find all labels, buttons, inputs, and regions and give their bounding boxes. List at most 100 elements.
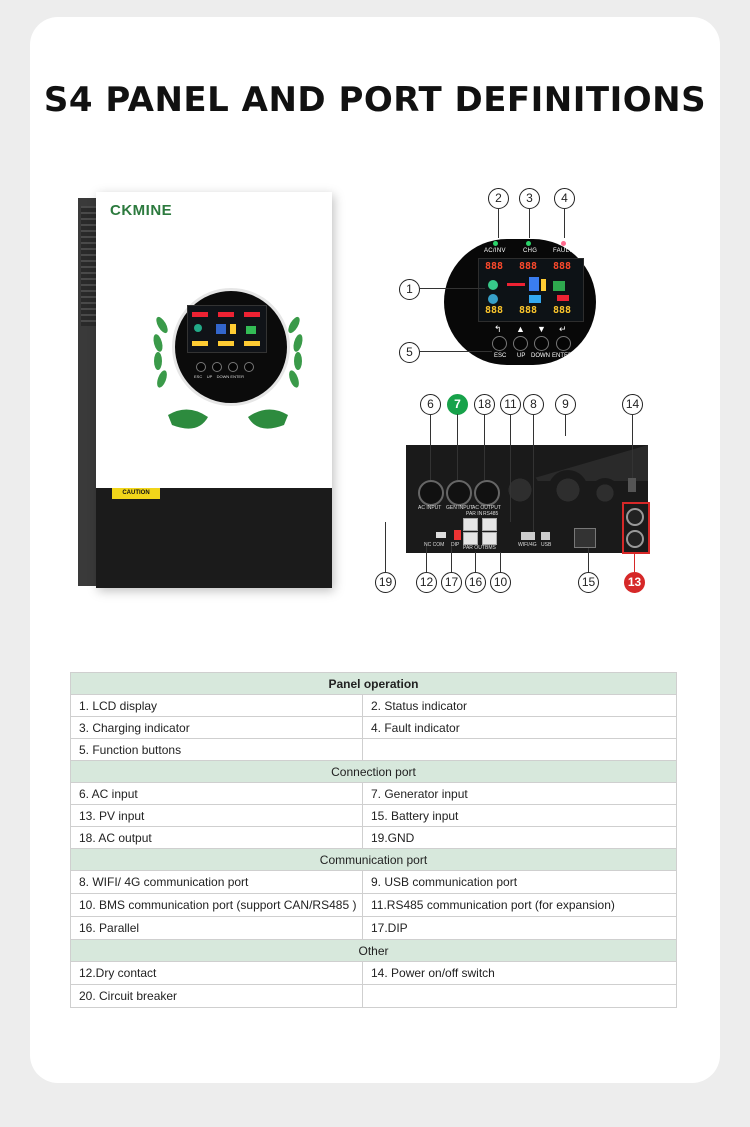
- lcd-digits-3: 888: [553, 261, 572, 272]
- table-row: 13. PV input 15. Battery input: [70, 804, 677, 827]
- bms-port: [482, 532, 497, 545]
- callout-8: 8: [523, 394, 544, 415]
- callout-6: 6: [420, 394, 441, 415]
- fault-led: [561, 241, 566, 246]
- up-button[interactable]: [513, 336, 528, 351]
- up-button-label: UP: [517, 353, 526, 359]
- table-section-header: Other: [70, 939, 677, 962]
- table-cell: 2. Status indicator: [362, 694, 677, 717]
- callout-14: 14: [622, 394, 643, 415]
- fan-vent: [590, 478, 620, 508]
- enter-button-label: ENTER: [552, 353, 573, 359]
- table-row: 12.Dry contact 14. Power on/off switch: [70, 961, 677, 985]
- table-row: 6. AC input 7. Generator input: [70, 782, 677, 805]
- table-row: 8. WIFI/ 4G communication port 9. USB co…: [70, 870, 677, 894]
- rs485-label: RS485: [483, 511, 499, 517]
- table-cell: 13. PV input: [70, 804, 363, 827]
- table-cell: 9. USB communication port: [362, 870, 677, 894]
- callout-19: 19: [375, 572, 396, 593]
- bms-label: BMS: [485, 545, 496, 551]
- pv-plug-negative: [626, 530, 644, 548]
- wifi-port: [521, 532, 535, 540]
- callout-3: 3: [519, 188, 540, 209]
- enter-button[interactable]: [556, 336, 571, 351]
- pv-plug-positive: [626, 508, 644, 526]
- par-in-port: [463, 518, 478, 531]
- ac-inv-led: [493, 241, 498, 246]
- nc-com-label: NC COM: [424, 542, 445, 548]
- callout-13: 13: [624, 572, 645, 593]
- callout-5: 5: [399, 342, 420, 363]
- callout-16: 16: [465, 572, 486, 593]
- front-esc-button: [196, 362, 206, 372]
- table-cell: 20. Circuit breaker: [70, 984, 363, 1008]
- table-row: 10. BMS communication port (support CAN/…: [70, 893, 677, 917]
- front-lcd-screen: [187, 305, 267, 353]
- front-enter-button: [244, 362, 254, 372]
- port-definitions-table: Panel operation 1. LCD display 2. Status…: [70, 672, 677, 1008]
- leader-line: [529, 208, 530, 238]
- table-cell: 6. AC input: [70, 782, 363, 805]
- lcd-display: 888 888 888 888 888 888: [478, 258, 584, 322]
- front-down-enter-label: DOWN ENTER: [216, 374, 244, 379]
- leader-line: [430, 414, 431, 480]
- callout-1: 1: [399, 279, 420, 300]
- table-cell: 11.RS485 communication port (for expansi…: [362, 893, 677, 917]
- usb-label: USB: [541, 542, 552, 548]
- table-section-header: Communication port: [70, 848, 677, 871]
- table-cell: 10. BMS communication port (support CAN/…: [70, 893, 363, 917]
- table-cell: [362, 738, 677, 761]
- table-cell: 1. LCD display: [70, 694, 363, 717]
- leader-line: [484, 414, 485, 480]
- ac-inv-label: AC/INV: [484, 248, 506, 254]
- section-other: Other: [70, 939, 677, 962]
- chg-led: [526, 241, 531, 246]
- leader-line: [510, 414, 511, 522]
- callout-12: 12: [416, 572, 437, 593]
- table-row: 3. Charging indicator 4. Fault indicator: [70, 716, 677, 739]
- lcd-digits-5: 888: [519, 305, 538, 316]
- esc-button-label: ESC: [494, 353, 507, 359]
- dip-label: DIP: [451, 542, 460, 548]
- callout-10: 10: [490, 572, 511, 593]
- leader-line: [385, 522, 386, 572]
- front-up-button: [212, 362, 222, 372]
- table-cell: 4. Fault indicator: [362, 716, 677, 739]
- table-cell: [362, 984, 677, 1008]
- callout-11: 11: [500, 394, 521, 415]
- page-title: S4 PANEL AND PORT DEFINITIONS: [43, 80, 707, 120]
- lcd-digits-6: 888: [553, 305, 572, 316]
- inverter-front-bottom: [96, 488, 332, 588]
- front-button-labels: ESC UP DOWN ENTER: [194, 374, 244, 379]
- table-cell: 19.GND: [362, 826, 677, 849]
- callout-9: 9: [555, 394, 576, 415]
- wifi-label: WIFI/4G: [518, 542, 537, 548]
- down-button[interactable]: [534, 336, 549, 351]
- front-down-button: [228, 362, 238, 372]
- table-cell: 14. Power on/off switch: [362, 961, 677, 985]
- esc-button[interactable]: [492, 336, 507, 351]
- lcd-digits-4: 888: [485, 305, 504, 316]
- lcd-digits-1: 888: [485, 261, 504, 272]
- section-connection-port: Connection port: [70, 760, 677, 783]
- table-row: 1. LCD display 2. Status indicator: [70, 694, 677, 717]
- table-row: 20. Circuit breaker: [70, 984, 677, 1008]
- power-switch: [628, 478, 636, 492]
- rs485-port: [482, 518, 497, 531]
- leader-line: [634, 552, 635, 572]
- callout-4: 4: [554, 188, 575, 209]
- table-section-header: Connection port: [70, 760, 677, 783]
- fault-label: FAULT: [553, 248, 573, 254]
- battery-input-terminal: [574, 528, 596, 548]
- laurel-wreath-icon: [153, 316, 303, 429]
- usb-port: [541, 532, 550, 540]
- inverter-side: [78, 198, 100, 586]
- table-section-header: Panel operation: [70, 672, 677, 695]
- brand-logo: CKMINE: [110, 202, 173, 219]
- table-cell: 15. Battery input: [362, 804, 677, 827]
- leader-line: [419, 288, 485, 289]
- leader-line: [588, 548, 589, 572]
- bottom-edge-shadow: [524, 445, 648, 481]
- fan-vent: [548, 470, 588, 510]
- section-communication-port: Communication port: [70, 848, 677, 871]
